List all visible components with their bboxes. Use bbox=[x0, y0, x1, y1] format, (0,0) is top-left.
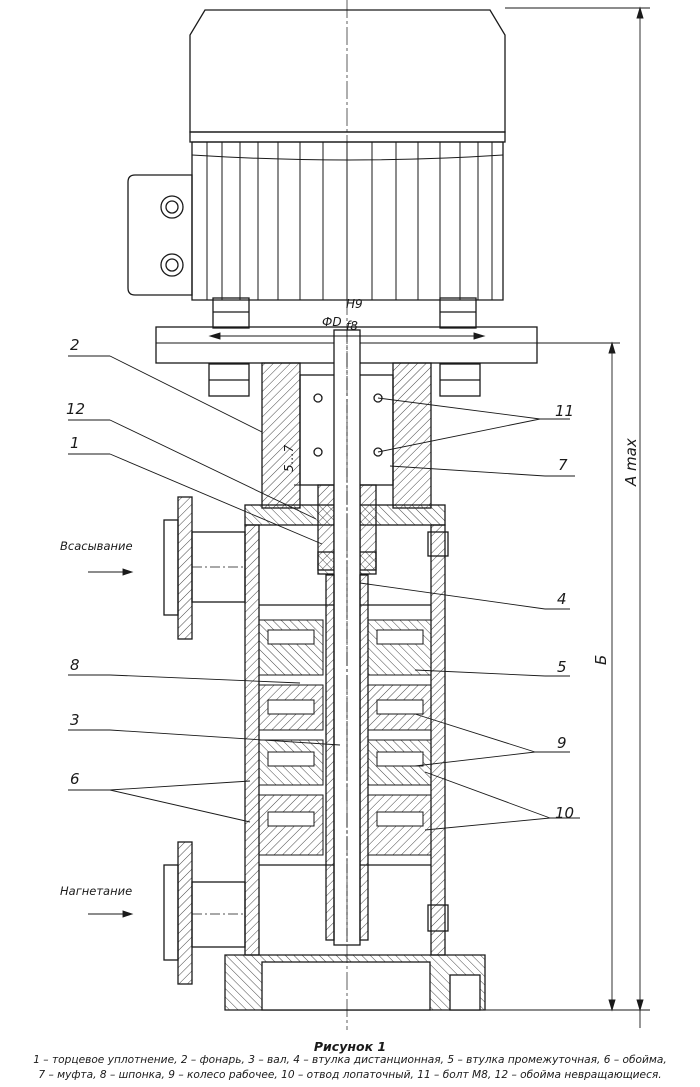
callout-8: 8 bbox=[70, 656, 80, 674]
dim-D-base: ФD bbox=[322, 315, 342, 329]
callout-6: 6 bbox=[70, 770, 80, 788]
discharge-label: Нагнетание bbox=[60, 884, 132, 898]
callout-1: 1 bbox=[70, 434, 80, 452]
callout-3: 3 bbox=[70, 711, 80, 729]
dim-B: Б bbox=[592, 655, 610, 665]
dimension-lines bbox=[88, 6, 650, 1028]
dim-D-bottom: f8 bbox=[346, 319, 358, 333]
callout-9: 9 bbox=[557, 734, 567, 752]
figure-legend-line-1: 1 – торцевое уплотнение, 2 – фонарь, 3 –… bbox=[33, 1054, 667, 1066]
callout-2: 2 bbox=[70, 336, 80, 354]
pump-casing bbox=[224, 524, 486, 1011]
pump-assembly-drawing: 2 12 1 11 7 4 5 8 3 9 6 10 Всасывание На… bbox=[60, 0, 650, 1030]
discharge-nozzle bbox=[163, 841, 246, 985]
callout-11: 11 bbox=[555, 402, 574, 420]
suction-label: Всасывание bbox=[60, 539, 133, 553]
callout-4: 4 bbox=[557, 590, 567, 608]
callout-12: 12 bbox=[66, 400, 85, 418]
dim-D-top: H9 bbox=[346, 297, 363, 311]
figure-title: Рисунок 1 bbox=[313, 1039, 387, 1054]
motor bbox=[127, 9, 506, 301]
figure-legend-line-2: 7 – муфта, 8 – шпонка, 9 – колесо рабоче… bbox=[38, 1069, 662, 1081]
lantern bbox=[261, 362, 432, 509]
callout-7: 7 bbox=[558, 456, 568, 474]
dim-gap: 5…7 bbox=[282, 444, 296, 472]
leader-lines bbox=[68, 355, 580, 831]
callout-10: 10 bbox=[555, 804, 574, 822]
dim-A: А max bbox=[622, 438, 640, 487]
callout-5: 5 bbox=[557, 658, 567, 676]
suction-nozzle bbox=[163, 496, 246, 640]
